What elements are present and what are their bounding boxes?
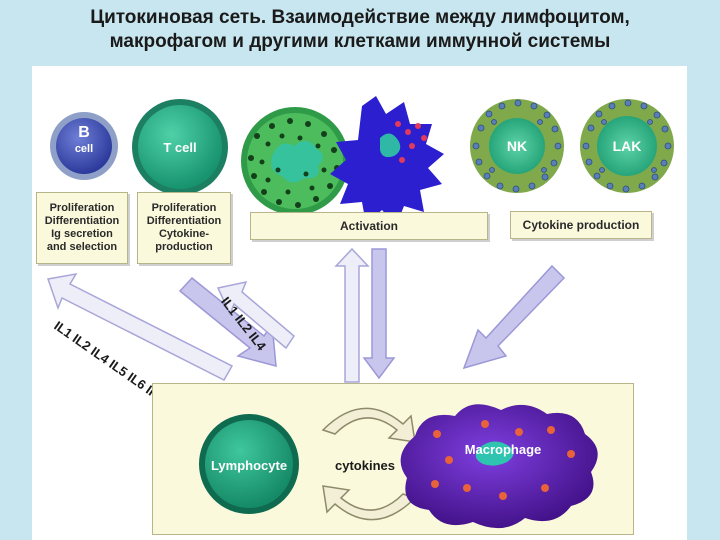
arrow-to-t-cell-icon (216, 280, 295, 350)
nk-cell-label: NK (506, 138, 528, 154)
t-function-3: Cytokine- (158, 228, 210, 240)
arrow-cytokine-production-icon (462, 264, 566, 370)
arrow-t-to-panel-icon (178, 276, 277, 367)
b-cell-icon (50, 112, 118, 180)
b-cell-word: cell (74, 143, 94, 155)
arrow-up-activation-icon (334, 247, 370, 383)
b-function-1: Proliferation (49, 202, 115, 214)
b-cell-functions-box: Proliferation Differentiation Ig secreti… (36, 192, 128, 264)
dendritic-cell-icon (241, 107, 349, 215)
center-cytokines-label: cytokines (335, 458, 395, 473)
t-function-2: Differentiation (146, 215, 222, 227)
t-cell-label: T cell (163, 140, 197, 155)
interaction-panel: Lymphocyte cytokines Macrophage (152, 383, 634, 535)
diagram-canvas: B cell T cell NK LAK Proliferation Diffe… (32, 66, 687, 540)
interaction-graphics (199, 404, 598, 529)
star-cell-icon (330, 96, 444, 226)
b-function-3: Ig secretion (51, 228, 113, 240)
t-cell-icon (132, 99, 228, 195)
lymphocyte-label: Lymphocyte (210, 458, 288, 473)
t-function-4: production (155, 241, 213, 253)
b-cell-letter: B (78, 124, 90, 141)
lak-cell-icon (580, 99, 674, 193)
arrow-down-activation-icon (362, 248, 396, 380)
slide-title: Цитокиновая сеть. Взаимодействие между л… (0, 6, 720, 54)
diagram-graphics (47, 96, 674, 383)
b-function-2: Differentiation (44, 215, 120, 227)
lak-cell-label: LAK (612, 138, 642, 154)
arrow-to-b-cell-icon (47, 272, 234, 381)
t-function-1: Proliferation (151, 202, 217, 214)
t-cell-functions-box: Proliferation Differentiation Cytokine- … (137, 192, 231, 264)
macrophage-icon (400, 404, 598, 529)
activation-box: Activation (250, 212, 488, 240)
lymphocyte-icon (199, 414, 299, 514)
title-line-1: Цитокиновая сеть. Взаимодействие между л… (90, 7, 630, 28)
cytokine-production-box: Cytokine production (510, 211, 652, 239)
title-line-2: макрофагом и другими клетками иммунной с… (109, 31, 611, 52)
nk-cell-icon (470, 99, 564, 193)
b-cell-label: B cell (70, 124, 98, 156)
macrophage-label: Macrophage (464, 442, 542, 457)
b-function-4: and selection (46, 241, 118, 253)
cycle-arrows-icon (321, 407, 417, 521)
